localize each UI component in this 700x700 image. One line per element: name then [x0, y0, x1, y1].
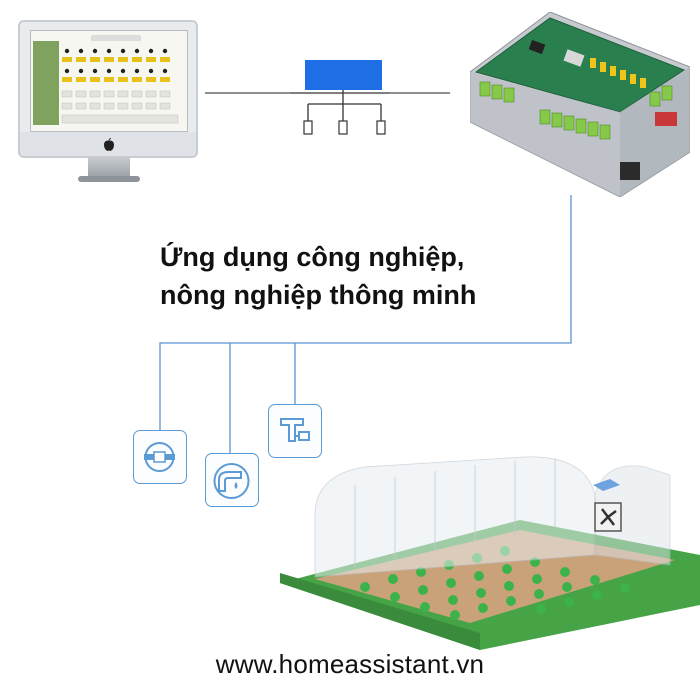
apple-logo-icon: [104, 138, 114, 151]
monitor-frame: [18, 20, 198, 142]
footer-url[interactable]: www.homeassistant.vn: [215, 649, 485, 679]
water-pump-icon: [205, 453, 259, 507]
monitor-screen: [30, 30, 188, 132]
headline-line-1: Ứng dụng công nghiệp,: [160, 242, 465, 272]
computer-monitor-icon: [18, 20, 198, 185]
screen-ui-grid: [61, 35, 179, 124]
greenhouse-icon: [280, 456, 700, 650]
monitor-stand: [88, 156, 130, 178]
headline: Ứng dụng công nghiệp, nông nghiệp thông …: [160, 238, 580, 314]
monitor-chin: [18, 132, 198, 158]
faucet-valve-icon: [268, 404, 322, 458]
screen-side-image: [33, 41, 59, 125]
controller-board-icon: [470, 12, 690, 197]
monitor-foot: [78, 176, 140, 182]
ventilation-fan-icon: [594, 502, 622, 532]
pipe-valve-icon: [133, 430, 187, 484]
headline-line-2: nông nghiệp thông minh: [160, 280, 477, 310]
network-bus-icon: [290, 60, 390, 135]
